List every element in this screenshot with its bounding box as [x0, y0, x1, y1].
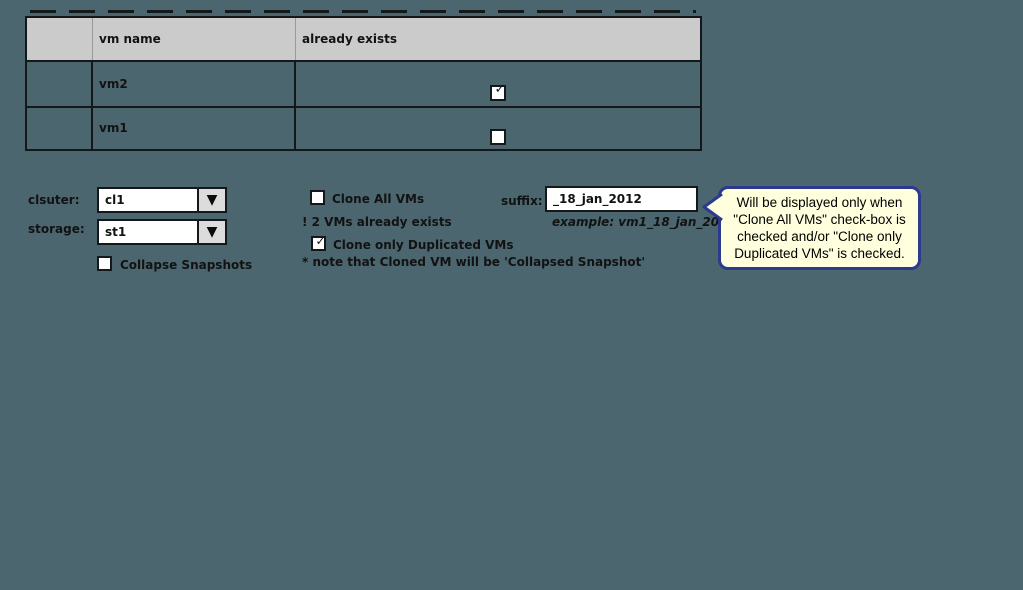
checkmark-icon: ✓ [494, 82, 506, 98]
callout-tail-pointer [702, 192, 723, 222]
already-exists-cell: ✓ [296, 62, 700, 106]
vm-name-cell: vm2 [93, 62, 296, 106]
table-header-row: vm name already exists [27, 18, 700, 62]
table-row-vm1: vm1 [27, 105, 700, 150]
already-exists-checkbox-vm1[interactable] [490, 129, 506, 146]
suffix-example-text: example: vm1_18_jan_2012 [552, 215, 736, 229]
chevron-down-icon: ▼ [206, 192, 218, 208]
collapsed-snapshot-note: * note that Cloned VM will be 'Collapsed… [302, 255, 646, 269]
header-vm-name: vm name [93, 18, 296, 60]
storage-label: storage: [28, 222, 85, 236]
clone-all-vms-checkbox[interactable] [310, 190, 325, 205]
suffix-input[interactable] [545, 186, 698, 212]
vm-name-cell: vm1 [93, 107, 296, 149]
already-exists-checkbox-vm2[interactable]: ✓ [490, 82, 506, 101]
storage-selected-value: st1 [99, 221, 197, 243]
callout-bubble: Will be displayed only when "Clone All V… [718, 186, 921, 270]
checkmark-icon: ✓ [315, 233, 326, 248]
collapse-snapshots-checkbox[interactable] [97, 256, 112, 271]
cluster-selected-value: cl1 [99, 189, 197, 211]
chevron-down-icon: ▼ [206, 224, 218, 240]
vm-table: vm name already exists vm2 ✓ vm1 [25, 16, 702, 151]
table-top-sketch-line [30, 10, 696, 13]
header-already-exists: already exists [302, 32, 397, 46]
select-cell [27, 62, 93, 106]
cluster-dropdown-button[interactable]: ▼ [197, 189, 225, 211]
cluster-combobox[interactable]: cl1 ▼ [97, 187, 227, 213]
suffix-label: suffix: [501, 194, 543, 208]
clone-only-duplicated-label: Clone only Duplicated VMs [333, 238, 514, 252]
header-select-column [27, 18, 93, 60]
storage-dropdown-button[interactable]: ▼ [197, 221, 225, 243]
duplicates-warning-text: ! 2 VMs already exists [302, 215, 452, 229]
already-exists-cell [296, 108, 700, 150]
table-row-vm2: vm2 ✓ [27, 62, 700, 106]
select-cell [27, 107, 93, 149]
collapse-snapshots-label: Collapse Snapshots [120, 258, 253, 272]
cluster-label: clsuter: [28, 193, 80, 207]
clone-only-duplicated-checkbox[interactable]: ✓ [311, 233, 326, 251]
storage-combobox[interactable]: st1 ▼ [97, 219, 227, 245]
clone-all-vms-label: Clone All VMs [332, 192, 425, 206]
callout-text: Will be displayed only when "Clone All V… [733, 195, 906, 261]
